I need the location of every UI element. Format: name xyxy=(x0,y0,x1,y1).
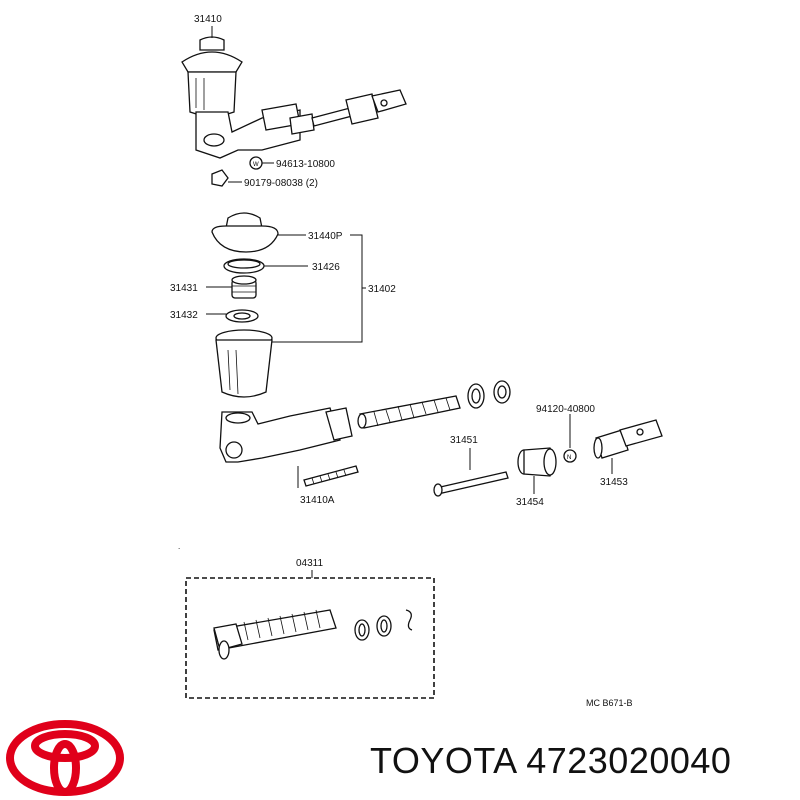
svg-text:W: W xyxy=(253,162,259,168)
label-94613-10800: 94613-10800 xyxy=(276,159,335,170)
part-number: 4723020040 xyxy=(526,740,732,781)
brand-name: TOYOTA xyxy=(370,740,516,781)
piston-assembly: N xyxy=(357,380,663,497)
label-31410: 31410 xyxy=(194,14,222,25)
label-31453: 31453 xyxy=(600,477,628,488)
label-31454: 31454 xyxy=(516,497,544,508)
label-31410A: 31410A xyxy=(300,495,335,506)
cylinder-body xyxy=(219,407,359,487)
label-31440P: 31440P xyxy=(308,231,343,242)
toyota-logo-icon xyxy=(6,720,124,796)
svg-text:N: N xyxy=(567,455,571,461)
label-31402: 31402 xyxy=(368,284,396,295)
diagram-reference: MC B671-B xyxy=(586,698,633,708)
label-31432: 31432 xyxy=(170,310,198,321)
repair-kit-box xyxy=(185,570,435,699)
label-31426: 31426 xyxy=(312,262,340,273)
reservoir-parts xyxy=(211,212,279,398)
label-04311: 04311 xyxy=(296,558,324,569)
brand-part-number: TOYOTA 4723020040 xyxy=(370,740,731,782)
svg-text:.: . xyxy=(178,542,180,551)
master-cylinder-assembly: W xyxy=(181,36,407,187)
label-90179-08038: 90179-08038 (2) xyxy=(244,178,318,189)
label-31431: 31431 xyxy=(170,283,198,294)
label-31451: 31451 xyxy=(450,435,478,446)
label-94120-40800: 94120-40800 xyxy=(536,404,595,415)
